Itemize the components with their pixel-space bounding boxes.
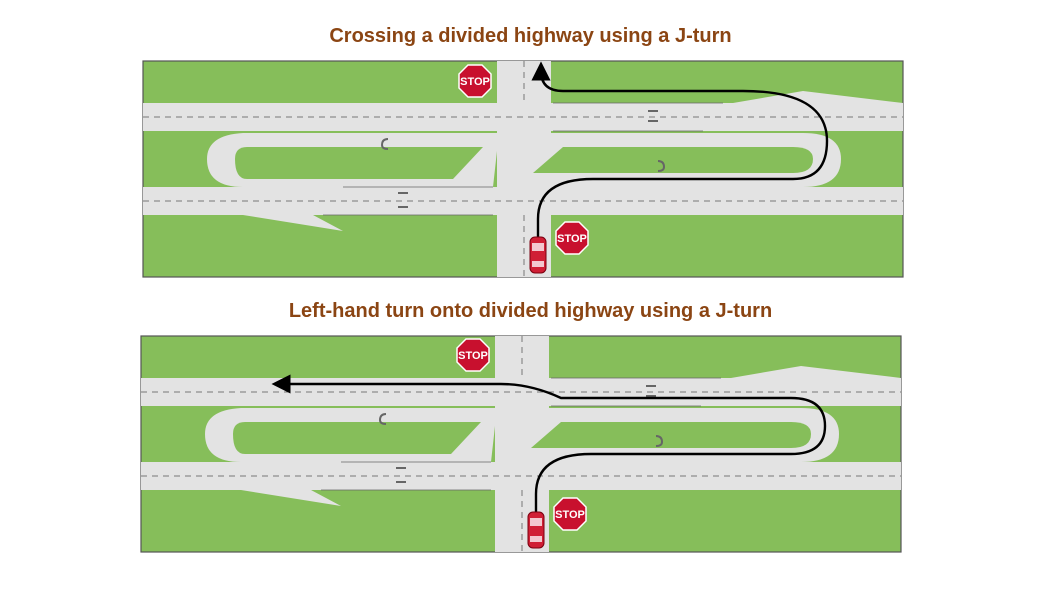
intersection-panel-left-turn: STOP STOP [140, 335, 902, 553]
car-icon [527, 511, 545, 549]
diagram-title-crossing: Crossing a divided highway using a J-tur… [329, 25, 732, 47]
stop-sign-north: STOP [456, 338, 490, 372]
car-icon [529, 236, 547, 274]
intersection-panel-crossing: STOP STOP [142, 60, 904, 278]
diagram-title-left-turn: Left-hand turn onto divided highway usin… [288, 300, 773, 322]
stop-sign-label: STOP [557, 233, 587, 245]
stop-sign-label: STOP [458, 350, 488, 362]
stop-sign-south: STOP [555, 221, 589, 255]
stop-sign-label: STOP [460, 76, 490, 88]
j-turn-path [271, 374, 827, 516]
stop-sign-north: STOP [458, 64, 492, 98]
stop-sign-south: STOP [553, 497, 587, 531]
j-turn-path [531, 61, 829, 241]
stop-sign-label: STOP [555, 509, 585, 521]
